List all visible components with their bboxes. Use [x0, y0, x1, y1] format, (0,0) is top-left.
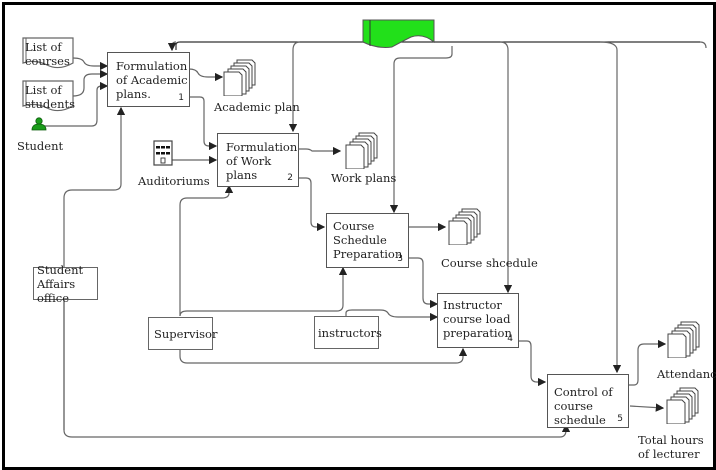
course-schedule-label: Course shcedule	[441, 256, 538, 270]
process-box-5[interactable]: Control of course schedule 5	[547, 374, 629, 428]
total-hours-label: Total hours of lecturer	[638, 433, 704, 461]
supervisor-to-3	[179, 266, 348, 317]
work-plans-label: Work plans	[331, 171, 397, 185]
process-label: Instructor course load preparation	[443, 298, 512, 340]
1-to-academic-plan	[188, 68, 224, 82]
control-to-3	[389, 46, 453, 214]
supervisor-to-4	[179, 347, 468, 364]
supervisor-to-2	[179, 184, 234, 316]
process-label: Course Schedule Preparation	[333, 219, 403, 261]
process-number: 2	[287, 173, 293, 183]
student-affairs-to-1	[63, 106, 126, 430]
instructors-box[interactable]: instructors	[314, 316, 382, 349]
input-label: List of courses	[25, 40, 70, 68]
student-to-1	[44, 81, 109, 127]
2-to-3	[298, 177, 326, 232]
input-label: List of students	[25, 83, 76, 111]
process-label: Formulation of Academic plans.	[116, 59, 188, 101]
entity-label: instructors	[318, 325, 382, 340]
attendance-label: Attendance	[657, 367, 716, 381]
process-number: 5	[617, 414, 623, 424]
control-to-5	[599, 41, 622, 374]
student-person-icon	[31, 117, 47, 131]
process-number: 4	[507, 334, 513, 344]
entity-label: Supervisor	[154, 326, 218, 341]
process-box-1[interactable]: Formulation of Academic plans. 1	[107, 52, 190, 107]
student-affairs-to-5	[63, 300, 571, 438]
course-schedule-document-stack-icon	[448, 208, 481, 245]
total-hours-document-stack-icon	[666, 387, 699, 424]
1-to-2	[189, 96, 218, 151]
control-document-icon	[362, 19, 435, 48]
3-to-4	[408, 257, 439, 309]
attendance-document-stack-icon	[667, 321, 700, 358]
building-icon	[153, 140, 173, 166]
process-label: Control of course schedule	[554, 385, 613, 427]
process-label: Formulation of Work plans	[226, 140, 298, 182]
courses-to-1	[72, 57, 109, 71]
input-doc-list-of-courses: List of courses	[19, 37, 75, 69]
5-to-attendance	[627, 339, 667, 386]
control-line-top	[175, 41, 700, 50]
academic-plan-document-stack-icon	[223, 59, 256, 96]
process-box-2[interactable]: Formulation of Work plans 2	[217, 133, 299, 187]
entity-label: Student Affairs office	[37, 262, 84, 305]
supervisor-box[interactable]: Supervisor	[148, 317, 217, 350]
5-to-total-hours	[629, 403, 665, 412]
input-doc-list-of-students: List of students	[19, 80, 75, 112]
auditoriums-label: Auditoriums	[138, 174, 210, 188]
process-box-3[interactable]: Course Schedule Preparation 3	[326, 213, 409, 268]
control-to-4	[499, 41, 513, 294]
academic-plan-label: Academic plan	[214, 100, 300, 114]
4-to-5	[518, 340, 547, 387]
work-plans-document-stack-icon	[345, 132, 378, 169]
process-number: 3	[397, 254, 403, 264]
process-number: 1	[178, 93, 184, 103]
2-to-work-plans	[298, 146, 342, 156]
control-to-2	[288, 41, 301, 133]
instructors-to-4	[345, 309, 439, 322]
student-affairs-office-box[interactable]: Student Affairs office	[33, 263, 98, 305]
students-to-1	[72, 69, 109, 97]
student-label: Student	[17, 139, 64, 153]
process-box-4[interactable]: Instructor course load preparation 4	[437, 293, 519, 348]
